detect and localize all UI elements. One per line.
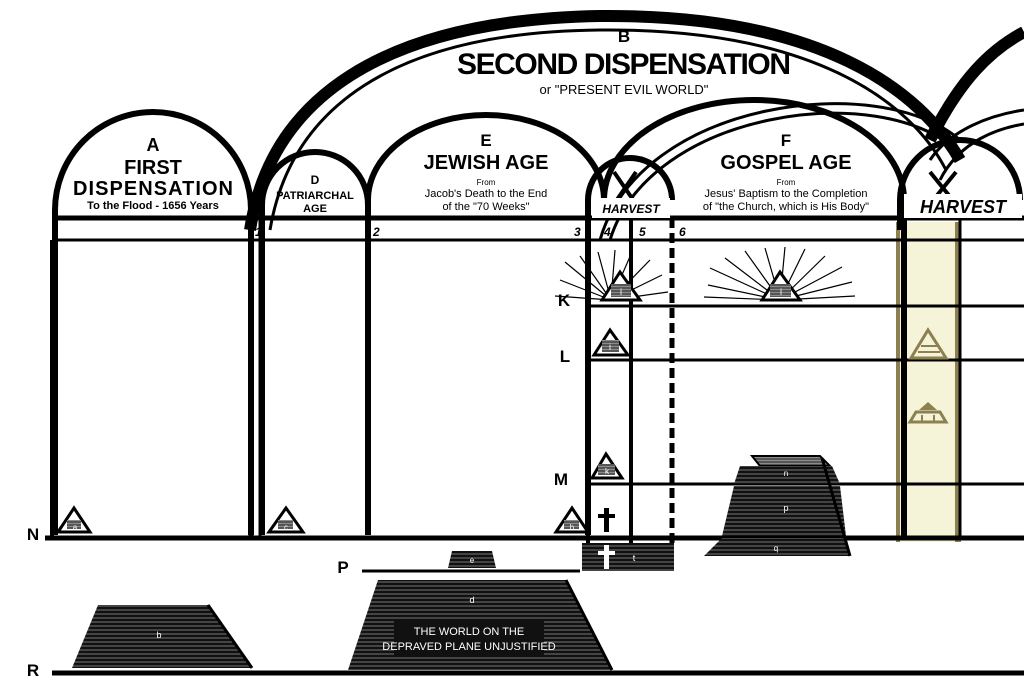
symbol-label-h: h	[570, 523, 574, 532]
symbol-label-n: n	[784, 469, 788, 478]
harvest-label-two: HARVEST	[920, 197, 1008, 217]
gospel-age-desc-2: of "the Church, which is His Body"	[703, 201, 869, 213]
period-number-5: 5	[639, 225, 646, 239]
harvest-label-one: HARVEST	[602, 202, 661, 216]
plane-label-r: R	[27, 661, 39, 680]
letter-a: A	[147, 135, 160, 155]
symbol-label-a: a	[73, 523, 78, 532]
arch-first-dispensation	[52, 109, 254, 535]
symbol-label-p: p	[783, 503, 788, 513]
arch-third-dispensation	[924, 26, 1024, 143]
triangle-symbol-a	[55, 505, 93, 534]
triangle-symbol-h	[553, 505, 591, 534]
jewish-age-desc-1: Jacob's Death to the End	[425, 188, 548, 200]
arch-jewish-age	[365, 112, 607, 535]
gospel-age-desc-1: Jesus' Baptism to the Completion	[705, 188, 868, 200]
harvest-highlight-band	[898, 222, 960, 542]
period-number-6: 6	[679, 225, 686, 239]
title-patriarchal: PATRIARCHAL	[276, 190, 354, 202]
triangle-symbol-l-harvest	[599, 269, 643, 302]
world-text-line-1: THE WORLD ON THE	[414, 626, 524, 638]
period-number-4: 4	[603, 225, 611, 239]
jewish-age-desc-2: of the "70 Weeks"	[442, 201, 529, 213]
ransom-block	[582, 543, 674, 571]
title-gospel-age: GOSPEL AGE	[720, 152, 851, 174]
pyramid-d	[348, 579, 614, 671]
triangle-symbol-k	[589, 451, 625, 480]
arch-harvest-two	[897, 137, 1023, 230]
symbol-label-e: e	[470, 556, 475, 565]
title-first: FIRST	[124, 157, 182, 179]
triangle-symbol-i	[591, 327, 631, 357]
symbol-label-b: b	[156, 630, 161, 640]
symbol-label-q: q	[774, 544, 778, 553]
plane-label-k: K	[558, 291, 571, 310]
triangle-symbol-c	[266, 505, 306, 534]
plane-label-m: M	[554, 470, 568, 489]
cross-icon	[598, 508, 615, 532]
title-dispensation: DISPENSATION	[73, 178, 233, 200]
symbol-label-i: i	[609, 342, 611, 352]
period-number-3: 3	[574, 225, 581, 239]
small-temple-symbol-highlight	[907, 402, 949, 424]
letter-f: F	[781, 131, 791, 150]
title-second-dispensation: SECOND DISPENSATION	[457, 48, 791, 81]
world-text-line-2: DEPRAVED PLANE UNJUSTIFIED	[382, 641, 555, 653]
title-jewish-age: JEWISH AGE	[424, 152, 549, 174]
triangle-symbol-l-gospel	[759, 269, 803, 302]
arch-harvest-one	[585, 155, 675, 535]
triangle-symbol-highlight	[908, 327, 949, 360]
letter-b: B	[618, 27, 630, 46]
pyramid-b	[72, 604, 254, 669]
gospel-age-from: From	[777, 178, 796, 187]
symbol-label-k: k	[605, 467, 610, 476]
subtitle-second-dispensation: or "PRESENT EVIL WORLD"	[540, 82, 709, 97]
arch-gospel-age	[601, 97, 907, 540]
pyramid-e	[448, 551, 496, 568]
cross-icon-lower	[598, 545, 615, 569]
period-number-1: 1	[255, 225, 262, 239]
symbol-label-l: l	[620, 287, 622, 297]
period-number-2: 2	[372, 225, 380, 239]
jewish-age-from: From	[477, 178, 496, 187]
plane-label-n: N	[27, 525, 39, 544]
pyramid-nominal-church	[704, 455, 852, 557]
letter-d: D	[311, 173, 320, 187]
symbol-label-t: t	[633, 553, 636, 563]
symbol-label-c: c	[284, 523, 288, 532]
symbol-label-d: d	[469, 595, 474, 605]
letter-e: E	[480, 131, 491, 150]
plane-label-l: L	[560, 347, 570, 366]
title-age: AGE	[303, 203, 327, 215]
subtitle-first-dispensation: To the Flood - 1656 Years	[87, 200, 219, 212]
arch-second-dispensation	[244, 9, 966, 231]
arch-patriarchal-age	[259, 149, 371, 535]
symbol-label-l-gospel: l	[780, 287, 782, 297]
plane-label-p: P	[337, 558, 348, 577]
